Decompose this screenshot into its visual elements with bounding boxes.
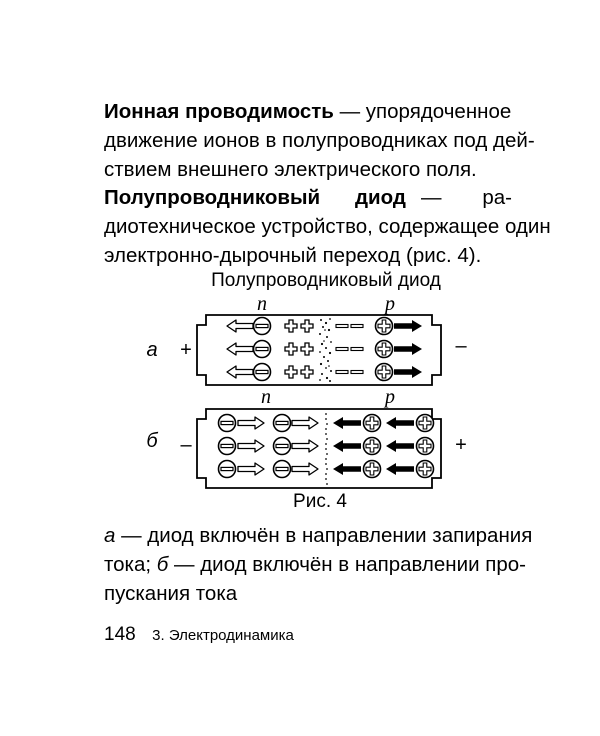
panel-a-frame [196,314,442,386]
panel-b-letter: б [146,430,158,452]
row-b2 [217,436,435,456]
junction-line-b [325,413,328,485]
row-a3 [226,362,422,382]
figure-label: Рис. 4 [293,491,347,512]
term-ionic-conductivity: Ионная проводимость [104,100,334,123]
row-a1 [226,316,422,336]
panel-b-p-label: p [383,386,395,408]
panel-a-p-label: p [383,293,395,315]
panel-b-left-sign: – [180,434,192,456]
row-b3 [217,459,435,479]
panel-a-right-sign: – [455,335,467,357]
page-number: 148 [104,624,136,645]
paragraph-semiconductor-diode: Полупроводниковый диод — ра- диотехничес… [104,183,551,270]
panel-a-letter: а [146,339,157,361]
caption-letter-a: а [104,524,116,547]
panel-b-n-label: n [261,386,271,408]
paragraph-ionic-conductivity: Ионная проводимость — упорядоченное движ… [104,100,535,181]
panel-a: n p а + – [146,293,467,386]
chapter-label: 3. Электродинамика [152,627,294,644]
depletion-zone-a [319,318,332,382]
row-a2 [226,339,422,359]
panel-a-n-label: n [257,293,267,315]
page-footer: 148 3. Электродинамика [104,624,294,646]
panel-b: n p б – + [146,386,467,489]
caption-letter-b: б [156,553,169,576]
term-diode: диод [355,186,406,209]
panel-a-left-sign: + [180,339,192,361]
figure-caption-text: а — диод включён в направлении запирания… [104,524,533,605]
term-semiconductor: Полупроводниковый [104,186,321,209]
panel-b-right-sign: + [455,434,467,456]
figure-title: Полупроводниковый диод [211,270,441,291]
